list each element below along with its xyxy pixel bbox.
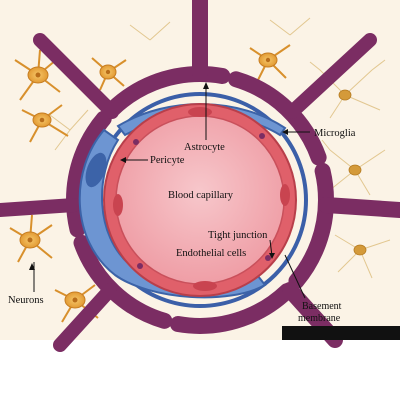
neuron-cell (21, 104, 69, 143)
label-basement-membrane-line1: Basement (302, 301, 342, 312)
endothelial-nucleus (280, 184, 290, 206)
leader-lines (33, 86, 310, 299)
tight-junction (259, 133, 265, 139)
microglia-cell (353, 244, 367, 256)
neuron-cell (249, 44, 291, 81)
neuron-cell (9, 214, 53, 263)
tight-junctions (133, 133, 271, 269)
tight-junction (265, 255, 271, 261)
tight-junction (137, 263, 143, 269)
label-microglia: Microglia (314, 128, 356, 139)
label-tight-junction: Tight junction (208, 230, 268, 241)
endothelial-nucleus (188, 107, 212, 117)
microglia-group (338, 89, 367, 256)
caption-strip (282, 326, 400, 340)
label-pericyte: Pericyte (150, 155, 185, 166)
neurons-group (9, 44, 291, 323)
label-astrocyte: Astrocyte (184, 142, 225, 153)
neuron-cell (14, 49, 63, 101)
neuron-cell (54, 284, 99, 323)
microglia-processes (49, 17, 391, 279)
endothelial-nucleus (113, 194, 123, 216)
tight-junction (133, 139, 139, 145)
label-endothelial-cells: Endothelial cells (176, 248, 246, 259)
label-neurons: Neurons (8, 295, 44, 306)
neuron-cell (91, 57, 127, 91)
label-blood-capillary: Blood capillary (168, 190, 234, 201)
endothelial-nucleus (193, 281, 217, 291)
leader-arrowheads (29, 82, 288, 270)
microglia-cell (338, 89, 352, 101)
pericyte-nucleus (85, 152, 107, 188)
microglia-cell (348, 164, 362, 176)
label-basement-membrane-line2: membrane (298, 313, 341, 324)
bottom-margin (0, 340, 400, 400)
